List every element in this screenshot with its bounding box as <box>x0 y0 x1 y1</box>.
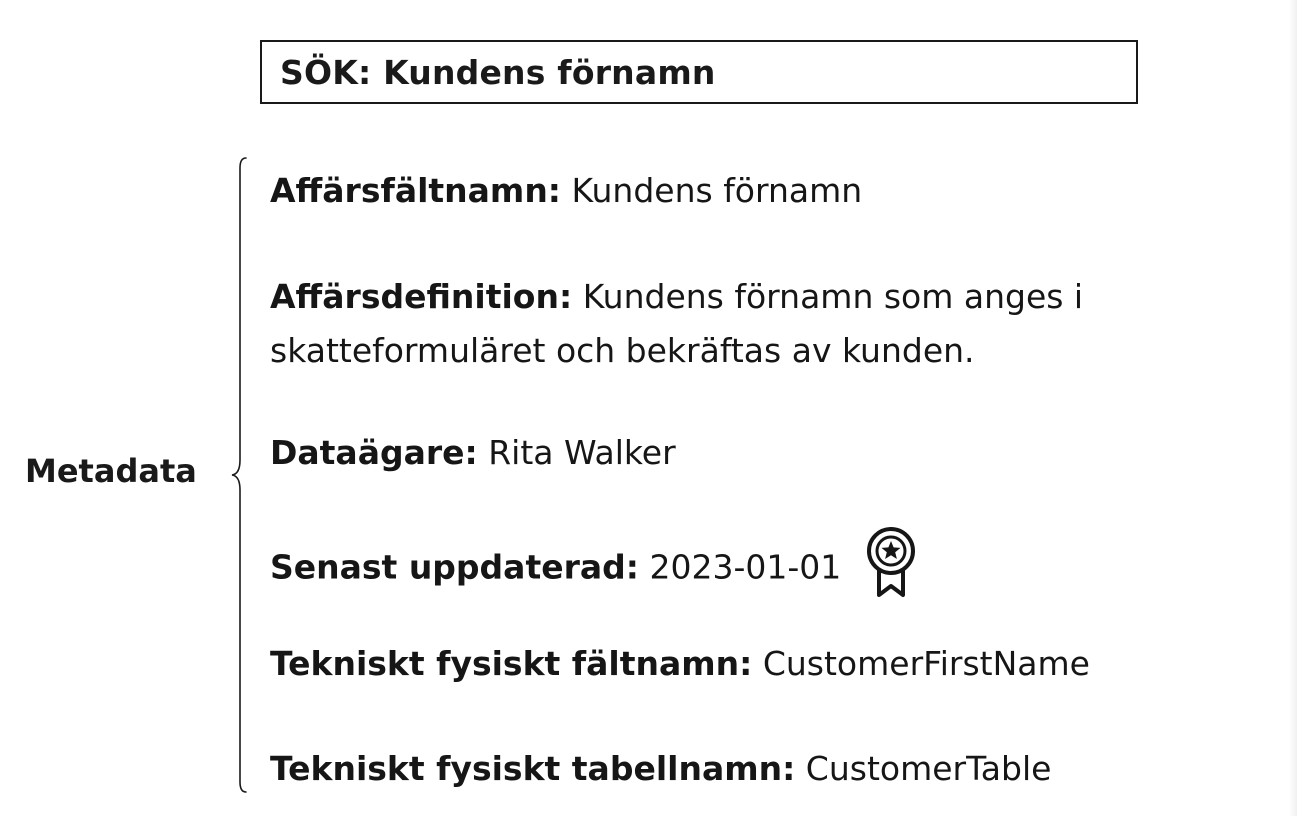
field-value: CustomerTable <box>805 749 1052 788</box>
field-technical-field-name: Tekniskt fysiskt fältnamn: CustomerFirst… <box>270 637 1090 691</box>
field-value: 2023-01-01 <box>649 547 842 587</box>
field-key: Tekniskt fysiskt fältnamn: <box>270 644 753 683</box>
field-value: Kundens förnamn som anges i skatteformul… <box>270 277 1084 370</box>
field-key: Senast uppdaterad: <box>270 547 639 587</box>
field-value: Rita Walker <box>488 433 676 472</box>
field-value: CustomerFirstName <box>762 644 1090 683</box>
search-label: SÖK: Kundens förnamn <box>280 52 716 92</box>
field-business-name: Affärsfältnamn: Kundens förnamn <box>270 164 862 218</box>
field-data-owner: Dataägare: Rita Walker <box>270 426 676 480</box>
field-business-definition: Affärsdefinition: Kundens förnamn som an… <box>270 270 1150 378</box>
field-technical-table-name: Tekniskt fysiskt tabellnamn: CustomerTab… <box>270 742 1051 796</box>
field-key: Affärsfältnamn: <box>270 171 562 210</box>
field-key: Dataägare: <box>270 433 478 472</box>
field-key: Affärsdefinition: <box>270 277 573 316</box>
curly-brace <box>231 157 247 793</box>
edge-shadow <box>1289 0 1297 816</box>
field-key: Tekniskt fysiskt tabellnamn: <box>270 749 796 788</box>
award-ribbon-icon <box>866 527 915 597</box>
field-last-updated: Senast uppdaterad: 2023-01-01 <box>270 527 918 607</box>
search-box[interactable]: SÖK: Kundens förnamn <box>260 40 1138 104</box>
field-value: Kundens förnamn <box>571 171 863 210</box>
metadata-label: Metadata <box>25 452 197 490</box>
